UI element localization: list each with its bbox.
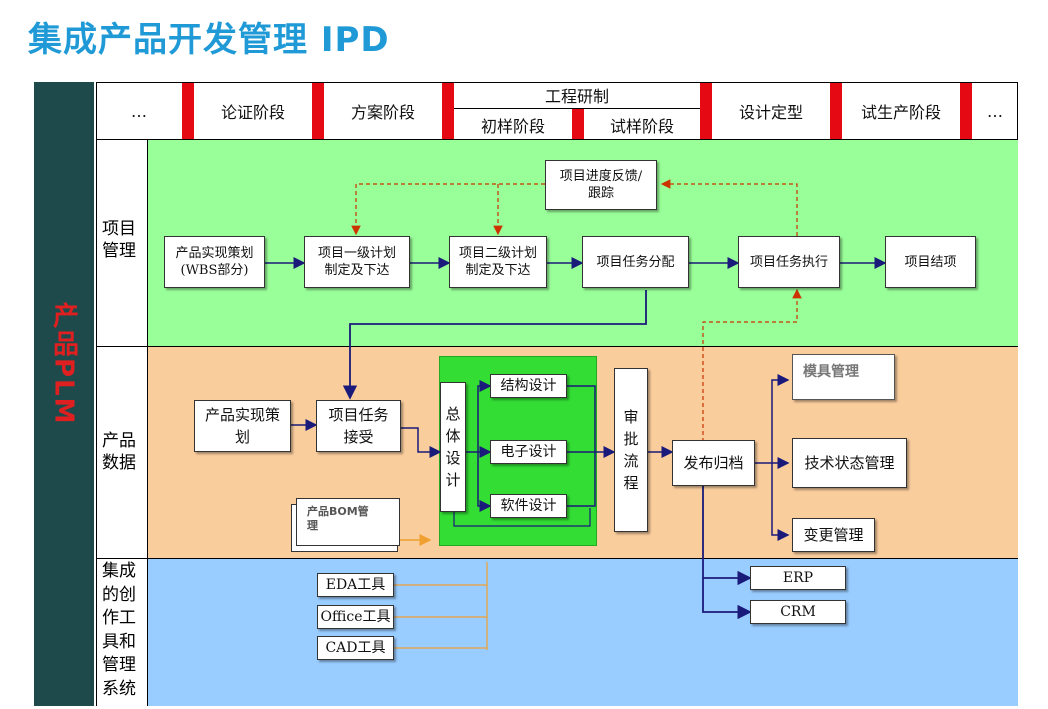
approval-flow-box: 审 批 流 程: [614, 368, 648, 532]
arrow-connector: [567, 452, 596, 507]
phase-divider: [572, 109, 584, 139]
tools-band: [148, 558, 1018, 706]
arrow-connector: [453, 508, 591, 527]
bom-mgmt-box: 产品BOM管 理: [296, 498, 400, 546]
erp-box: ERP: [750, 566, 846, 590]
level1-plan-box: 项目一级计划 制定及下达: [304, 236, 410, 288]
phase-ellipsis-right: …: [987, 101, 1003, 121]
phase-divider: [442, 83, 454, 139]
arrow-connector: [702, 486, 752, 586]
overall-design-box: 总 体 设 计: [440, 382, 466, 512]
task-execute-box: 项目任务执行: [738, 236, 840, 288]
phase-demonstration: 论证阶段: [220, 103, 285, 122]
product-plan-wbs-box: 产品实现策划 (WBS部分): [164, 236, 265, 288]
lane-label-project: 项目 管理: [102, 219, 136, 261]
phase-ellipsis-left: …: [131, 101, 147, 121]
task-assign-box: 项目任务分配: [582, 236, 689, 288]
phase-engineering: 工程研制: [544, 87, 609, 106]
lane-divider: [96, 558, 1018, 559]
arrow-connector: [771, 463, 790, 541]
feedback-arrow: [702, 288, 802, 442]
phase-design-final: 设计定型: [738, 103, 803, 122]
phase-subdivider: [454, 108, 700, 109]
lane-divider: [96, 346, 1018, 347]
phase-divider: [312, 83, 324, 139]
electronic-design-box: 电子设计: [490, 440, 567, 464]
phase-divider: [830, 83, 842, 139]
sidebar-label-container: 产品PLM: [34, 82, 94, 706]
sidebar-label: 产品PLM: [48, 302, 79, 426]
crm-box: CRM: [750, 600, 846, 624]
arrow-connector: [702, 578, 752, 620]
arrow-connector: [342, 290, 647, 400]
product-plan-box: 产品实现策 划: [194, 400, 291, 452]
page-title: 集成产品开发管理 IPD: [28, 20, 390, 60]
progress-feedback-box: 项目进度反馈/ 跟踪: [545, 160, 657, 210]
arrow-connector: [401, 427, 442, 458]
lane-label-tools: 集成 的创 作工 具和 管理 系统: [102, 561, 136, 699]
phase-divider: [960, 83, 972, 139]
phase-prototype-initial: 初样阶段: [480, 116, 545, 136]
cad-tool-box: CAD工具: [317, 636, 394, 660]
arrow-connector: [466, 380, 492, 453]
office-tool-box: Office工具: [317, 605, 394, 629]
phase-divider: [182, 83, 194, 139]
feedback-arrow: [351, 183, 545, 236]
feedback-arrow: [660, 179, 798, 236]
lane-label-column: [96, 140, 148, 706]
phase-scheme: 方案阶段: [350, 103, 415, 122]
arrow-connector: [771, 374, 790, 463]
eda-tool-box: EDA工具: [317, 573, 394, 597]
sidebar-panel: [34, 82, 94, 706]
closure-box: 项目结项: [885, 236, 976, 288]
arrow-connector: [477, 452, 492, 512]
phase-trial-production: 试生产阶段: [860, 103, 941, 122]
arrow-connector: [567, 385, 596, 452]
task-accept-box: 项目任务 接受: [316, 400, 401, 452]
release-archive-box: 发布归档: [672, 440, 755, 486]
level2-plan-box: 项目二级计划 制定及下达: [449, 236, 547, 288]
change-mgmt-box: 变更管理: [792, 518, 875, 552]
tech-state-mgmt-box: 技术状态管理: [792, 438, 907, 488]
lane-label-product: 产品 数据: [102, 431, 136, 473]
software-design-box: 软件设计: [490, 494, 567, 518]
phase-divider: [700, 83, 712, 139]
structural-design-box: 结构设计: [490, 374, 567, 398]
phase-prototype-trial: 试样阶段: [609, 116, 674, 136]
mold-mgmt-box: 模具管理: [792, 354, 895, 400]
phase-header-row: [96, 82, 1018, 140]
